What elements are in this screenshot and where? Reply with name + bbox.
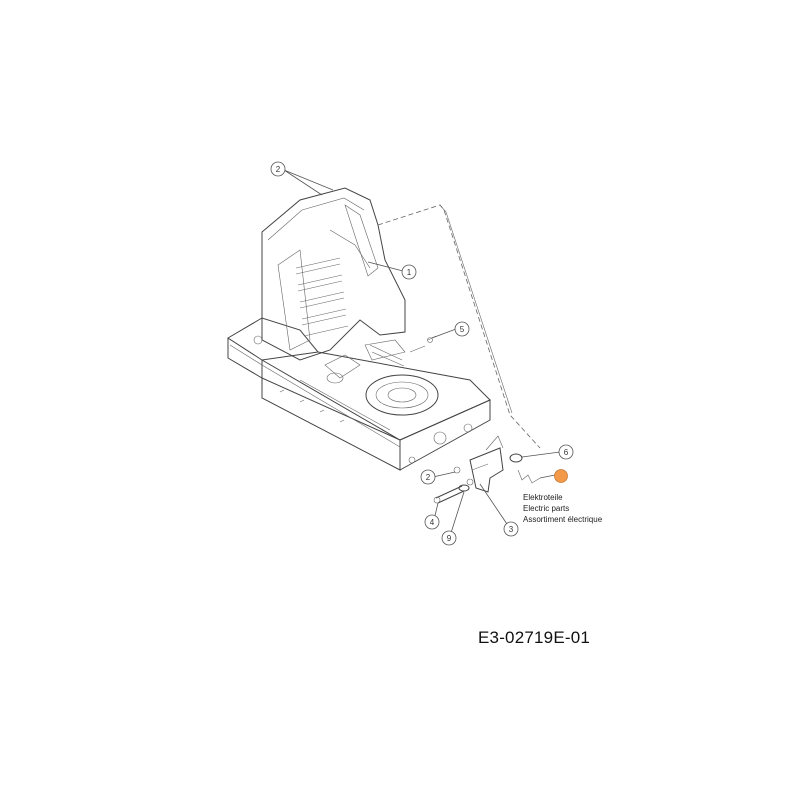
electric-parts-marker	[554, 469, 568, 483]
callout-5: 5	[454, 321, 470, 337]
rod-dashed-path	[377, 204, 541, 449]
callout-4: 4	[424, 514, 440, 530]
callout-2-top: 2	[270, 161, 286, 177]
legend-line-french: Assortiment électrique	[523, 515, 603, 524]
spring-clip-part	[517, 469, 541, 484]
callout-label: 2	[426, 473, 431, 482]
callout-label: 6	[564, 448, 569, 457]
callout-label: 1	[407, 268, 412, 277]
rod	[439, 204, 513, 414]
callout-label: 9	[447, 534, 452, 543]
spacer-part	[458, 484, 470, 492]
callout-3: 3	[503, 521, 519, 537]
bushing-part	[509, 453, 523, 463]
callout-1: 1	[401, 264, 417, 280]
callout-2-bottom: 2	[420, 469, 436, 485]
callout-label: 2	[276, 165, 281, 174]
callout-label: 4	[430, 518, 435, 527]
drawing-code: E3-02719E-01	[478, 628, 591, 647]
bracket-assembly	[427, 335, 541, 504]
callout-9: 9	[441, 530, 457, 546]
legend-line-english: Electric parts	[523, 504, 569, 513]
callout-6: 6	[558, 444, 574, 460]
chassis-frame	[227, 317, 491, 471]
bolt-part	[435, 485, 465, 504]
legend-line-german: Elektroteile	[523, 493, 563, 502]
callout-label: 5	[460, 325, 465, 334]
dashboard-tower	[261, 187, 406, 367]
callout-label: 3	[509, 525, 514, 534]
